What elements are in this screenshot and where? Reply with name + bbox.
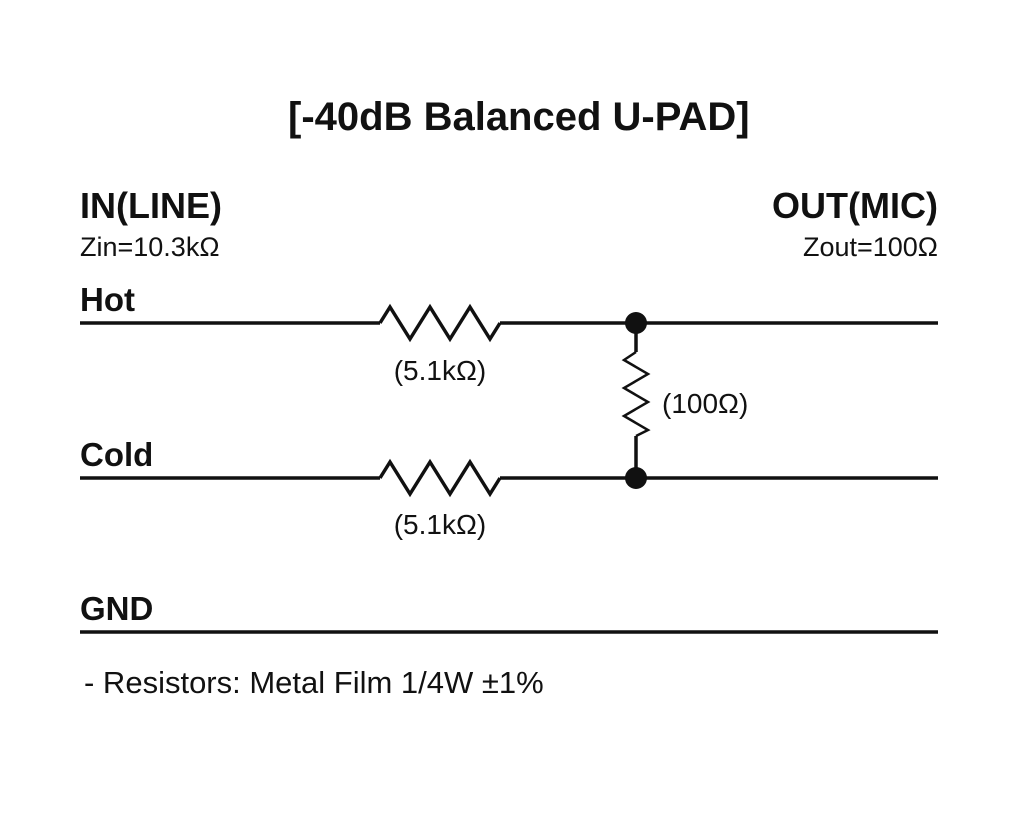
diagram-title: [-40dB Balanced U-PAD] <box>288 95 750 139</box>
resistor-spec-note: - Resistors: Metal Film 1/4W ±1% <box>84 665 544 700</box>
hot-line <box>80 303 938 343</box>
gnd-label: GND <box>80 590 153 627</box>
cold-label: Cold <box>80 436 153 473</box>
cold-resistor-value: (5.1kΩ) <box>394 509 487 540</box>
cold-junction-dot <box>625 467 647 489</box>
input-impedance: Zin=10.3kΩ <box>80 232 220 262</box>
shunt-branch <box>621 312 651 489</box>
hot-series-resistor-icon <box>378 303 502 343</box>
hot-label: Hot <box>80 281 135 318</box>
cold-line <box>80 458 938 498</box>
hot-resistor-value: (5.1kΩ) <box>394 355 487 386</box>
cold-series-resistor-icon <box>378 458 502 498</box>
hot-junction-dot <box>625 312 647 334</box>
input-label: IN(LINE) <box>80 185 222 226</box>
output-label: OUT(MIC) <box>772 185 938 226</box>
shunt-resistor-icon <box>621 350 651 438</box>
output-impedance: Zout=100Ω <box>803 232 938 262</box>
shunt-resistor-value: (100Ω) <box>662 388 748 419</box>
